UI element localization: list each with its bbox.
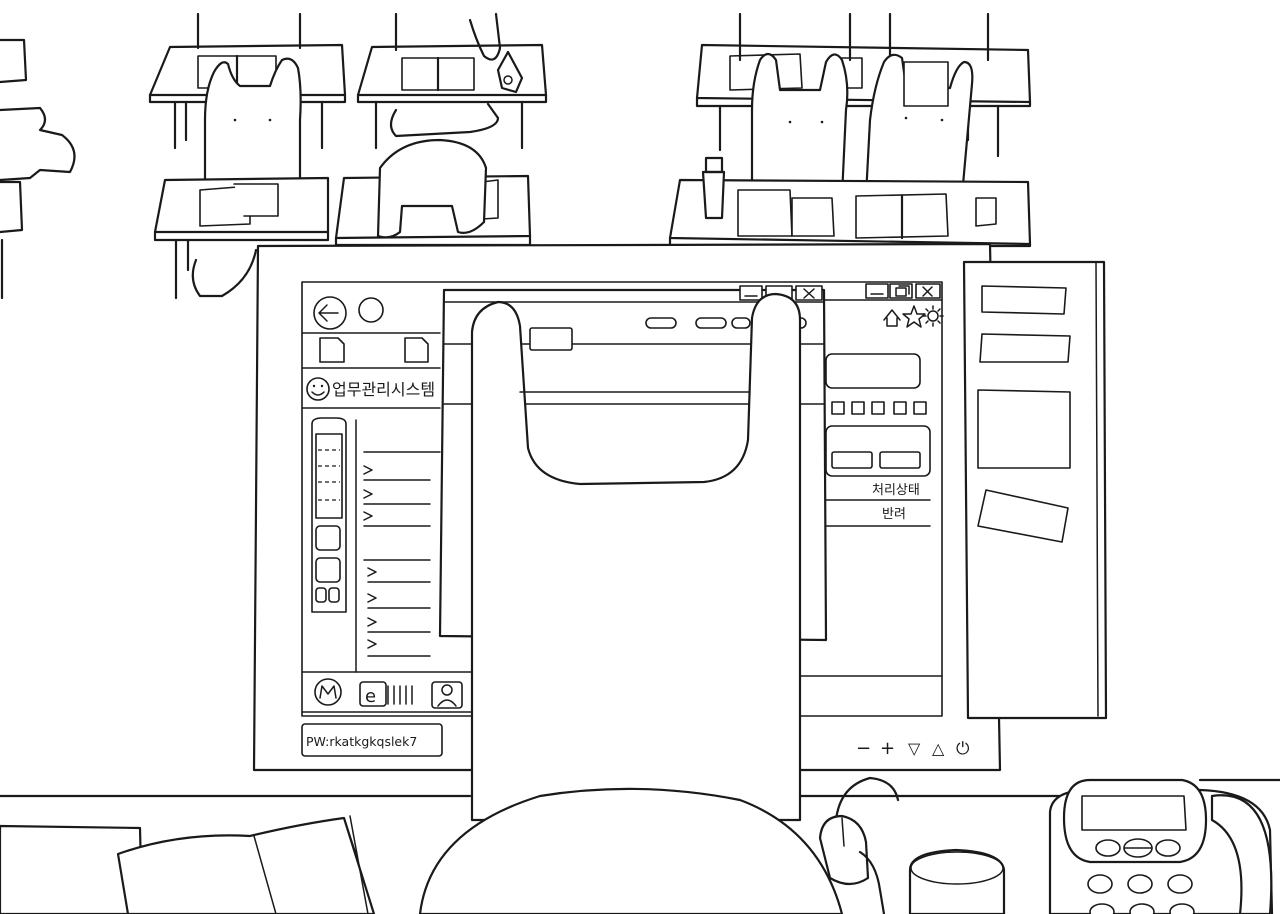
sticky-note (979, 333, 1071, 363)
checkbox[interactable] (893, 401, 907, 415)
phone-key[interactable] (1129, 903, 1155, 914)
menu-item[interactable] (367, 567, 431, 583)
sticky-note (977, 389, 1071, 469)
file-icon[interactable] (319, 337, 345, 363)
tab-pill[interactable] (645, 317, 677, 329)
menu-list (363, 465, 431, 657)
action-button[interactable] (879, 451, 921, 469)
sticky-note (981, 285, 1067, 315)
checkbox[interactable] (831, 401, 845, 415)
work-management-app: 업무관리시스템 e (301, 296, 473, 713)
gear-icon[interactable] (922, 305, 944, 327)
menu-item[interactable] (367, 593, 431, 609)
power-icon[interactable]: ⏻ (956, 739, 970, 759)
monitor-down-button[interactable]: ▽ (908, 739, 921, 758)
messenger-icon[interactable] (314, 678, 342, 706)
tab-pill[interactable] (731, 317, 751, 329)
checkbox-row (831, 401, 927, 415)
browser-icon[interactable]: e (359, 681, 413, 707)
home-icon[interactable] (358, 297, 384, 323)
menu-item[interactable] (367, 639, 431, 657)
menu-item[interactable] (367, 617, 431, 633)
phone-key[interactable] (1167, 874, 1193, 894)
password-note-text: PW:rkatkgkqslek7 (306, 734, 417, 749)
file-icon[interactable] (404, 337, 429, 363)
menu-item[interactable] (363, 465, 431, 481)
monitor-up-button[interactable]: △ (932, 739, 945, 758)
side-window (962, 260, 1108, 720)
action-button[interactable] (831, 451, 873, 469)
sidebar-button[interactable] (315, 587, 327, 603)
monitor-plus-button[interactable]: + (880, 738, 895, 759)
browser-window: 처리상태 반려 (799, 283, 944, 677)
phone-key[interactable] (1169, 903, 1195, 914)
users-icon[interactable] (431, 681, 463, 709)
reaching-arm (470, 292, 802, 822)
back-arrow-icon[interactable] (313, 296, 347, 330)
background-desks (0, 12, 1032, 300)
desk-phone (1048, 778, 1274, 914)
sidebar-button[interactable] (315, 525, 341, 551)
popup-tab[interactable] (529, 327, 573, 351)
home-icon[interactable] (883, 309, 901, 327)
password-note: PW:rkatkgkqslek7 (301, 723, 443, 757)
checkbox[interactable] (913, 401, 927, 415)
svg-text:e: e (365, 686, 376, 707)
checkbox[interactable] (851, 401, 865, 415)
menu-item[interactable] (363, 511, 431, 527)
checkbox[interactable] (871, 401, 885, 415)
foreground-desk (0, 776, 1280, 914)
smiley-icon (306, 377, 330, 401)
sidebar-button[interactable] (315, 557, 341, 583)
star-icon[interactable] (902, 305, 926, 328)
tab-pill[interactable] (695, 317, 727, 329)
monitor-minus-button[interactable]: − (856, 738, 871, 759)
menu-item[interactable] (363, 489, 431, 505)
phone-key[interactable] (1087, 874, 1113, 894)
sidebar-button[interactable] (328, 587, 340, 603)
sticky-note (977, 489, 1069, 543)
phone-key[interactable] (1127, 874, 1153, 894)
minimize-button[interactable] (739, 285, 763, 301)
status-label: 처리상태 (872, 483, 920, 498)
minimize-button[interactable] (865, 283, 889, 299)
app-title: 업무관리시스템 (332, 380, 435, 399)
phone-key[interactable] (1089, 903, 1115, 914)
search-input[interactable] (825, 353, 921, 389)
status-value: 반려 (882, 507, 906, 522)
monitor-controls: − + ▽ △ ⏻ (856, 738, 970, 759)
